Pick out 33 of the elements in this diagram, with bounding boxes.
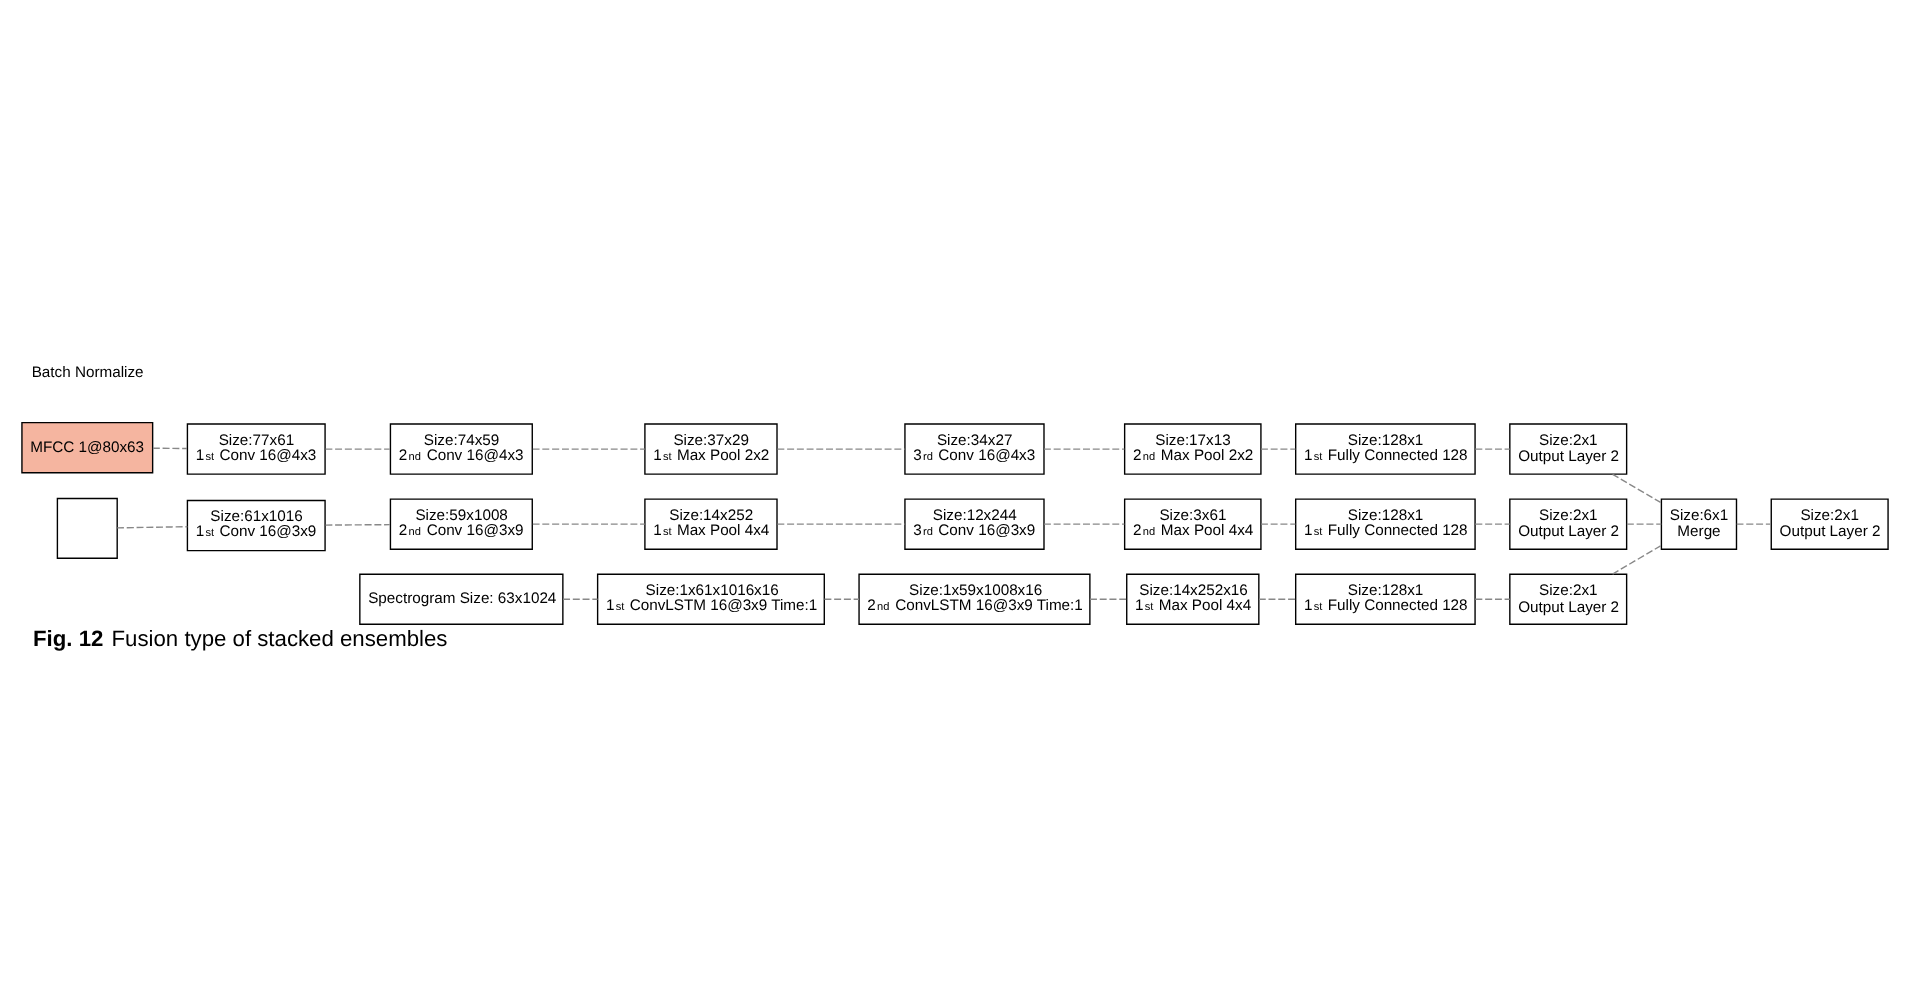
connector bbox=[532, 523, 646, 525]
caption: Fig. 12 Fusion type of stacked ensembles bbox=[33, 628, 448, 653]
connector bbox=[776, 523, 906, 525]
node-box bbox=[56, 497, 118, 559]
connector bbox=[324, 448, 391, 450]
connector bbox=[1474, 598, 1511, 600]
connector bbox=[823, 598, 860, 600]
connector bbox=[152, 447, 188, 450]
connector bbox=[1626, 523, 1662, 525]
connector bbox=[1735, 523, 1772, 525]
node-box: Spectrogram Size: 63x1024 bbox=[359, 573, 564, 625]
connector bbox=[1258, 598, 1297, 600]
connector bbox=[1260, 448, 1297, 450]
connector bbox=[116, 526, 189, 529]
node-box: Size:2x1 Output Layer 2 bbox=[1509, 423, 1628, 475]
connector bbox=[1043, 448, 1126, 450]
node-box: Size:2x1 Output Layer 2 bbox=[1770, 498, 1889, 550]
connector bbox=[532, 448, 646, 450]
connector bbox=[562, 598, 599, 600]
connector bbox=[1089, 598, 1128, 600]
connector bbox=[1043, 523, 1126, 525]
node-box: Size:2x1 Output Layer 2 bbox=[1509, 573, 1628, 625]
node-box: Size:6x1 Merge bbox=[1660, 498, 1738, 550]
node-box: Size:2x1 Output Layer 2 bbox=[1509, 498, 1628, 550]
label: Batch Normalize bbox=[31, 362, 144, 381]
connector bbox=[1474, 523, 1511, 525]
connector bbox=[1611, 544, 1663, 575]
connector bbox=[776, 448, 906, 450]
node-box: MFCC 1@80x63 bbox=[21, 421, 154, 474]
connector bbox=[1260, 523, 1297, 525]
connector bbox=[324, 523, 391, 526]
connector bbox=[1611, 473, 1663, 504]
connector bbox=[1474, 448, 1511, 450]
